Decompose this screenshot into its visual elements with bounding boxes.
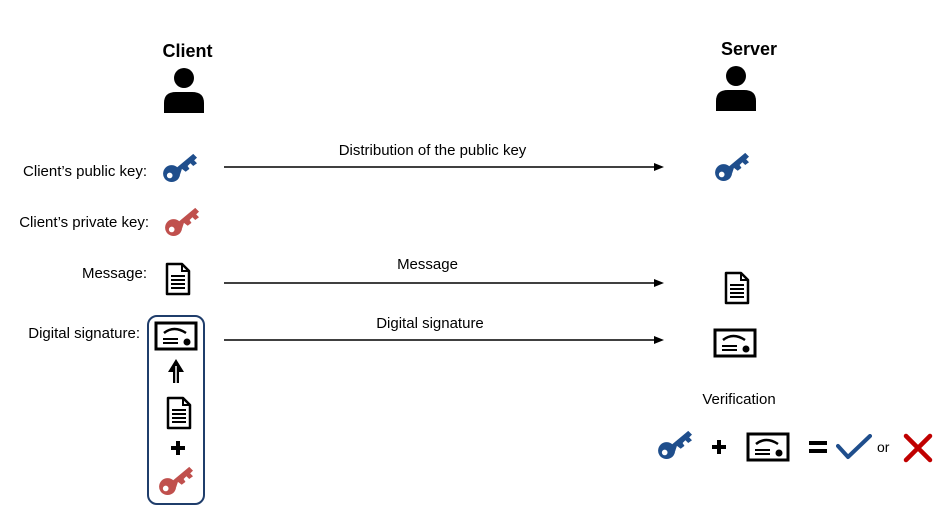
arrow-up-icon <box>168 359 184 383</box>
client-title: Client <box>162 41 213 61</box>
client-private-key-icon <box>164 205 202 237</box>
verification-title: Verification <box>702 391 776 408</box>
signature-private-key-icon <box>158 464 196 496</box>
server-title: Server <box>720 39 778 59</box>
signature-arrow-label: Digital signature <box>376 315 484 332</box>
equals-icon <box>809 441 827 453</box>
distribution-arrow <box>224 163 664 171</box>
message-arrow-label: Message <box>397 256 458 273</box>
plus-icon <box>171 441 185 455</box>
label-public-key: Client’s public key: <box>23 163 147 180</box>
server-certificate-icon <box>713 328 757 358</box>
signature-document-icon <box>166 396 192 430</box>
client-public-key-icon <box>162 151 200 183</box>
label-private-key: Client’s private key: <box>19 214 149 231</box>
or-text: or <box>877 439 890 455</box>
signature-certificate-icon <box>154 321 198 351</box>
signature-arrow <box>224 336 664 344</box>
client-message-document-icon <box>165 262 191 296</box>
server-message-document-icon <box>724 271 750 305</box>
verification-certificate-icon <box>746 432 790 462</box>
verification-plus-icon <box>712 440 726 454</box>
distribution-arrow-label: Distribution of the public key <box>338 142 527 159</box>
label-digital-signature: Digital signature: <box>28 325 140 342</box>
signature-creation-box <box>147 315 205 505</box>
client-person-icon <box>162 67 206 113</box>
verification-public-key-icon <box>657 428 695 460</box>
label-message: Message: <box>81 265 147 282</box>
server-public-key-icon <box>714 150 752 182</box>
message-arrow <box>224 279 664 287</box>
server-person-icon <box>714 65 758 111</box>
cross-icon <box>903 433 933 463</box>
checkmark-icon <box>836 434 872 459</box>
